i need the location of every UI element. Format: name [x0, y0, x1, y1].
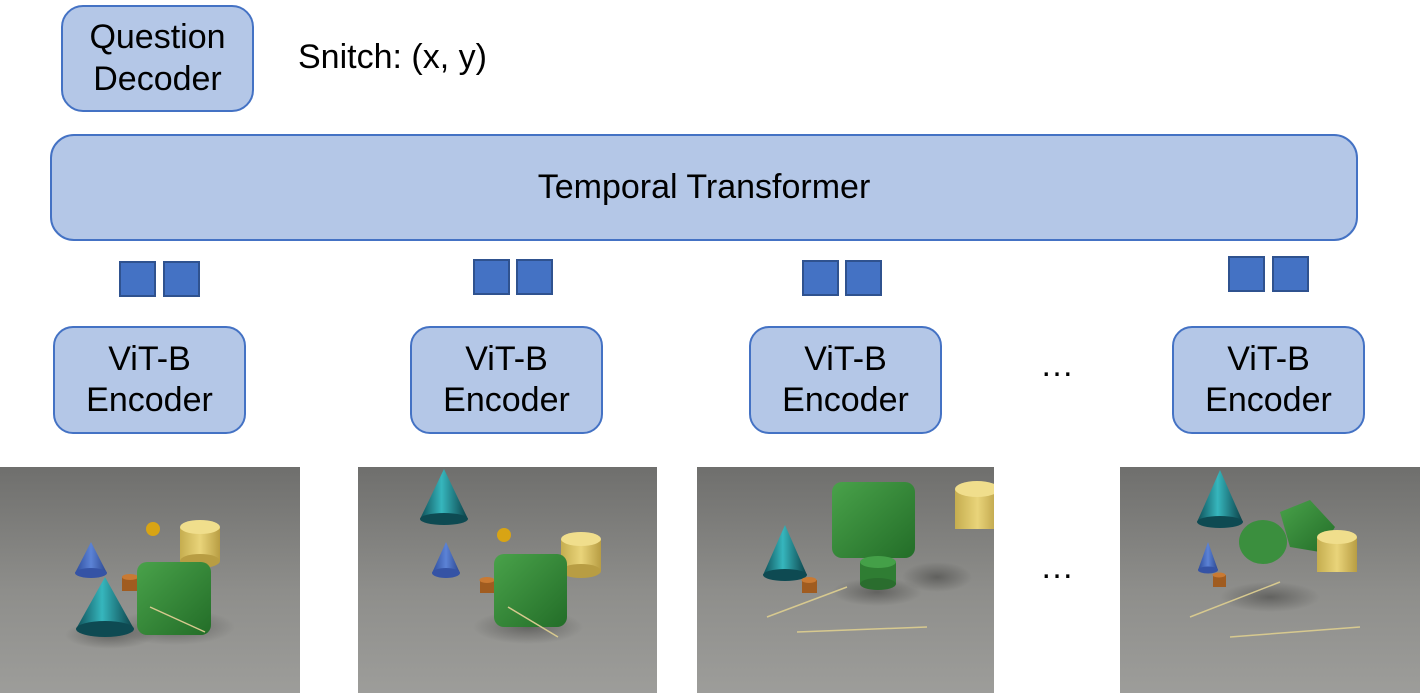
token-3b [845, 260, 882, 296]
token-4b [1272, 256, 1309, 292]
encoder-3-line1: ViT-B [804, 339, 887, 378]
encoder-3-line2: Encoder [782, 381, 909, 419]
snitch-label: Snitch: (x, y) [298, 38, 487, 76]
encoder-box-3: ViT-B Encoder [749, 326, 942, 434]
encoder-4-line1: ViT-B [1227, 339, 1310, 378]
ellipsis-encoders: … [1040, 346, 1074, 384]
temporal-transformer-label: Temporal Transformer [537, 167, 871, 206]
question-decoder-box: Question Decoder [61, 5, 254, 112]
encoder-4-line2: Encoder [1205, 381, 1332, 419]
encoder-2-line1: ViT-B [465, 339, 548, 378]
encoder-box-2: ViT-B Encoder [410, 326, 603, 434]
question-decoder-line2: Decoder [93, 59, 222, 98]
encoder-2-line2: Encoder [443, 381, 570, 419]
token-3a [802, 260, 839, 296]
encoder-box-1: ViT-B Encoder [53, 326, 246, 434]
video-frame-2 [358, 467, 657, 693]
video-frame-4 [1120, 467, 1420, 693]
token-1a [119, 261, 156, 297]
encoder-1-line1: ViT-B [108, 339, 191, 378]
token-4a [1228, 256, 1265, 292]
encoder-1-line2: Encoder [86, 381, 213, 419]
temporal-transformer-box: Temporal Transformer [50, 134, 1358, 241]
video-frame-3 [697, 467, 994, 693]
question-decoder-line1: Question [89, 18, 226, 57]
encoder-box-4: ViT-B Encoder [1172, 326, 1365, 434]
video-frame-1 [0, 467, 300, 693]
token-2a [473, 259, 510, 295]
token-1b [163, 261, 200, 297]
token-2b [516, 259, 553, 295]
ellipsis-frames: … [1040, 548, 1074, 586]
